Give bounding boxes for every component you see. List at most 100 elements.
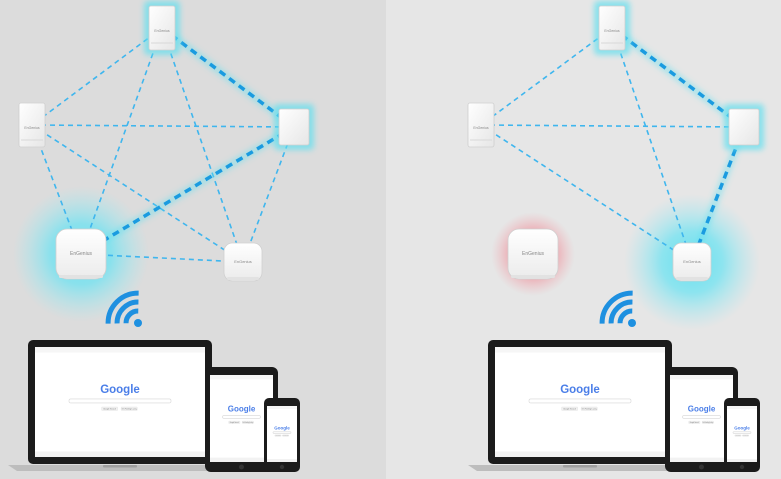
wall-ap-body: [148, 5, 176, 51]
ap-brand-label: EnGenius: [683, 259, 701, 264]
wifi-arc: [114, 299, 139, 324]
mesh-link-left-bottom-right: [480, 124, 693, 263]
search-button-1[interactable]: [228, 420, 241, 424]
access-point-top: EnGenius: [594, 1, 630, 55]
search-button-label: Google Search: [230, 422, 239, 424]
browser-topbar: [267, 406, 297, 409]
access-point-right: [274, 104, 314, 150]
search-logo: Google: [688, 405, 716, 414]
access-point-bottom-right: EnGenius: [223, 242, 263, 282]
search-button-2[interactable]: [282, 434, 289, 437]
search-button-2[interactable]: [120, 406, 138, 411]
search-button-2[interactable]: [580, 406, 598, 411]
ap-base: [676, 277, 708, 280]
ap-brand-label: EnGenius: [70, 251, 92, 257]
tablet-home-button: [699, 464, 704, 470]
tablet-home-button: [239, 464, 244, 470]
wifi-signal-icon: [105, 290, 142, 327]
search-button-label: I'm Feeling Lucky: [582, 409, 597, 411]
search-button-label: I'm Feeling Lucky: [283, 435, 289, 437]
ap-brand-label: EnGenius: [154, 29, 170, 33]
search-logo: Google: [228, 405, 256, 414]
wifi-arc: [617, 308, 633, 324]
search-button-label: I'm Feeling Lucky: [243, 422, 254, 424]
mesh-link-top-left: [480, 27, 613, 126]
search-button-label: I'm Feeling Lucky: [743, 435, 749, 437]
access-point-left: EnGenius: [18, 102, 46, 148]
ceiling-ap-body: [672, 242, 712, 282]
ap-base: [59, 275, 103, 278]
panel-mesh-self-healing: EnGeniusEnGeniusEnGeniusEnGeniusGoogleGo…: [467, 1, 764, 472]
mesh-link-right-bottom-left: [80, 125, 295, 256]
search-logo: Google: [734, 426, 750, 431]
browser-footer: [495, 451, 665, 457]
search-button-1[interactable]: [274, 434, 282, 437]
browser-screen: [727, 406, 757, 462]
wifi-dot: [628, 319, 636, 327]
browser-topbar: [210, 375, 273, 380]
browser-footer: [727, 459, 757, 462]
ap-base: [511, 275, 555, 278]
browser-topbar: [670, 375, 733, 380]
ceiling-ap-body: [55, 228, 107, 280]
laptop-base: [468, 465, 693, 471]
phone-home-button: [279, 464, 285, 470]
search-button-label: Google Search: [563, 409, 576, 411]
access-point-bottom-left: EnGenius: [55, 228, 107, 280]
search-input[interactable]: [732, 431, 752, 434]
wifi-arc: [608, 299, 633, 324]
panel-mesh-intact: EnGeniusEnGeniusEnGeniusEnGeniusGoogleGo…: [8, 1, 314, 472]
ap-brand-label: EnGenius: [234, 259, 252, 264]
search-button-1[interactable]: [734, 434, 742, 437]
mesh-link-left-right: [31, 124, 295, 128]
browser-footer: [670, 457, 733, 462]
search-logo: Google: [560, 384, 600, 396]
browser-footer: [267, 459, 297, 462]
search-logo: Google: [100, 384, 140, 396]
wifi-dot: [134, 319, 142, 327]
search-input[interactable]: [68, 398, 172, 404]
search-button-2[interactable]: [742, 434, 749, 437]
ceiling-ap-body: [507, 228, 559, 280]
browser-footer: [210, 457, 273, 462]
browser-topbar: [35, 347, 205, 353]
laptop-notch: [103, 465, 137, 468]
mesh-link-bottom-left-bottom-right: [80, 253, 244, 263]
search-button-2[interactable]: [242, 420, 254, 424]
search-button-label: Google Search: [275, 434, 281, 437]
search-button-1[interactable]: [561, 406, 578, 411]
search-input[interactable]: [272, 431, 292, 434]
search-button-label: Google Search: [103, 409, 116, 411]
search-input[interactable]: [222, 415, 261, 419]
search-button-label: Google Search: [690, 422, 699, 424]
mesh-link-right-bottom-right: [242, 126, 295, 263]
wall-ap-body: [467, 102, 495, 148]
search-button-label: Google Search: [735, 434, 741, 437]
search-button-1[interactable]: [688, 420, 701, 424]
browser-topbar: [495, 347, 665, 353]
search-input[interactable]: [682, 415, 721, 419]
search-button-2[interactable]: [702, 420, 714, 424]
ap-brand-label: EnGenius: [522, 251, 544, 257]
mesh-link-top-bottom-left: [80, 27, 163, 255]
mesh-link-top-right: [160, 26, 296, 129]
wall-ap-body: [598, 5, 626, 51]
ap-brand-label: EnGenius: [473, 126, 489, 130]
search-input[interactable]: [528, 398, 632, 404]
search-button-1[interactable]: [101, 406, 118, 411]
wifi-arc: [105, 290, 139, 324]
search-logo: Google: [274, 426, 290, 431]
access-point-bottom-right: EnGenius: [672, 242, 712, 282]
browser-topbar: [727, 406, 757, 409]
mesh-link-left-right: [480, 124, 745, 128]
phone-home-button: [739, 464, 745, 470]
access-point-right: [724, 104, 764, 150]
